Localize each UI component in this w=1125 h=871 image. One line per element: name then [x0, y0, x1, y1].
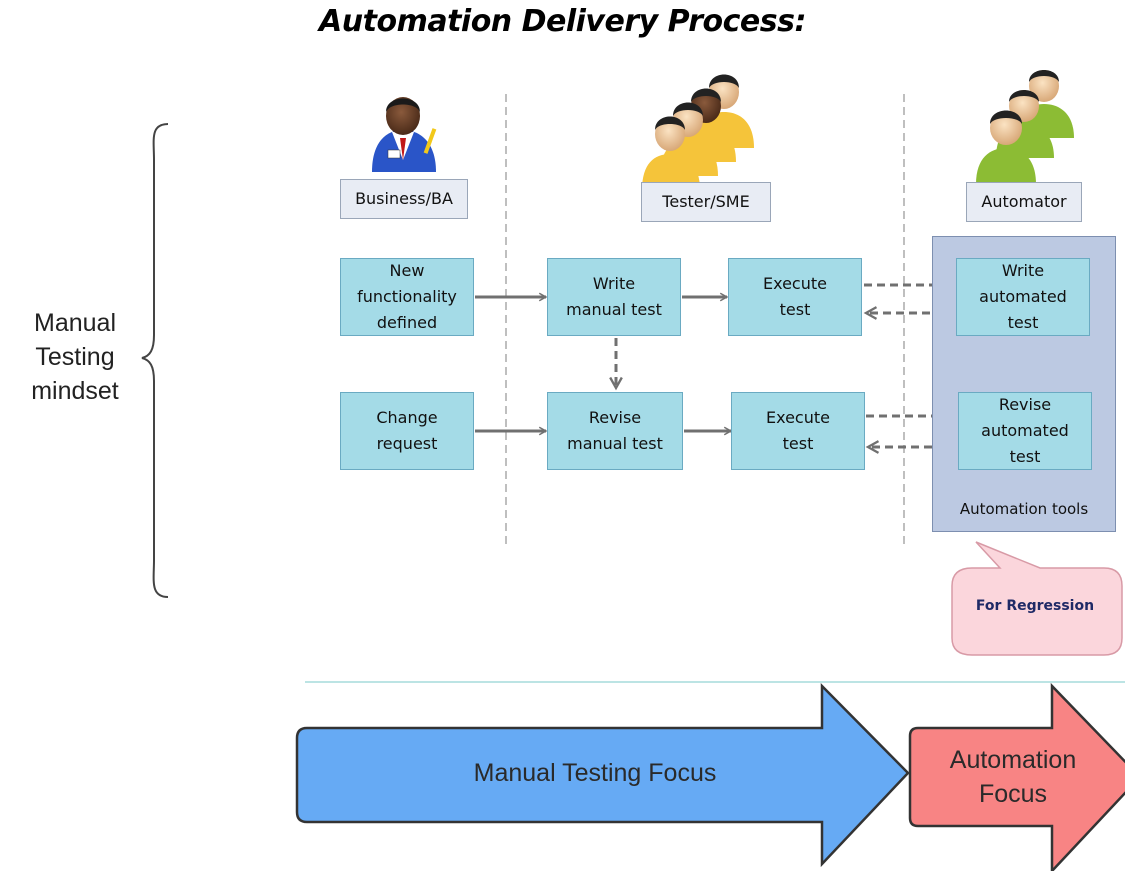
step-write-automated-test: Write automated test: [956, 258, 1090, 336]
step-revise-automated-test: Revise automated test: [958, 392, 1092, 470]
role-business-label: Business/BA: [340, 179, 468, 219]
diagram-title: Automation Delivery Process:: [319, 4, 806, 39]
automation-tools-label: Automation tools: [959, 500, 1089, 518]
regression-callout: [951, 541, 1123, 656]
manual-testing-mindset-label: Manual Testing mindset: [31, 309, 119, 405]
curly-brace: [141, 123, 169, 598]
regression-callout-text: For Regression: [975, 598, 1095, 614]
automation-focus-arrow: [908, 682, 1125, 871]
businessman-icon: [372, 97, 437, 172]
automation-focus-label: Automation Focus: [949, 746, 1077, 808]
role-tester-label: Tester/SME: [641, 182, 771, 222]
tester-group-icon: [642, 74, 754, 190]
step-change-request: Change request: [340, 392, 474, 470]
step-write-manual-test: Write manual test: [547, 258, 681, 336]
role-automator-label: Automator: [966, 182, 1082, 222]
automator-group-icon: [976, 70, 1074, 184]
manual-focus-arrow: [295, 682, 910, 868]
manual-focus-label: Manual Testing Focus: [473, 759, 717, 787]
step-execute-test-2: Execute test: [731, 392, 865, 470]
step-execute-test-1: Execute test: [728, 258, 862, 336]
step-new-functionality: New functionality defined: [340, 258, 474, 336]
step-revise-manual-test: Revise manual test: [547, 392, 683, 470]
